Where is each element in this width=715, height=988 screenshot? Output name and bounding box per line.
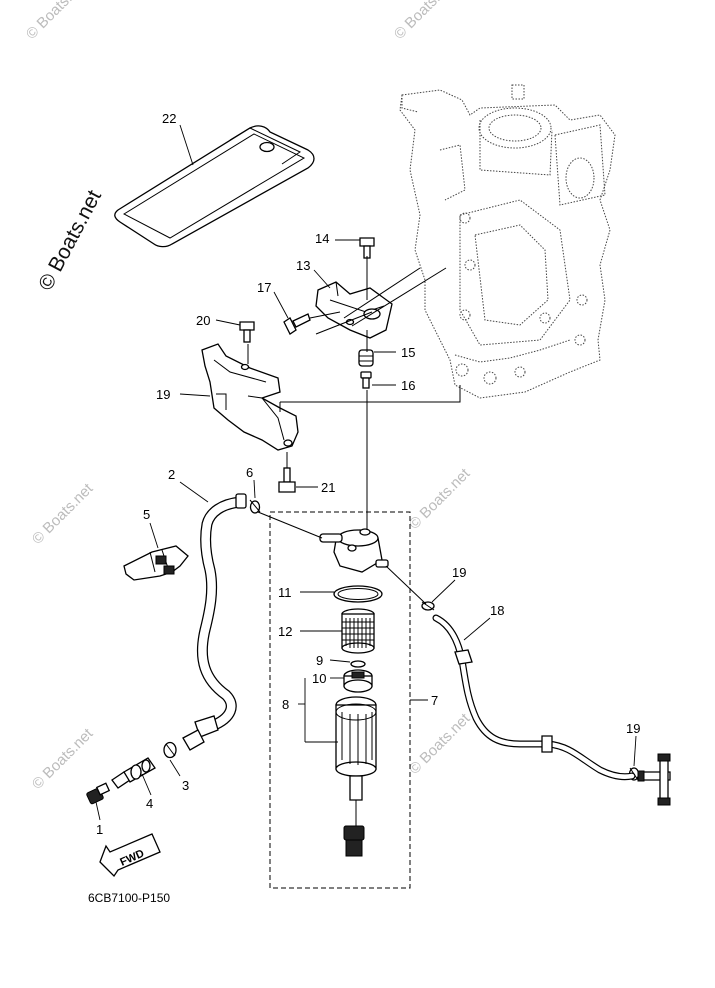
- fwd-arrow: FWD: [99, 833, 161, 878]
- part-12-filter-element: [341, 608, 375, 654]
- watermark-low-left: © Boats.net: [29, 725, 97, 793]
- part-9-ring: [350, 660, 366, 668]
- part-15-grommet: [358, 349, 374, 367]
- callout-16: 16: [401, 378, 415, 393]
- watermark-mid-left: © Boats.net: [29, 480, 97, 548]
- part-22-pouch: [114, 125, 315, 248]
- part-18-hose: [432, 614, 671, 806]
- callout-3: 3: [182, 778, 189, 793]
- connector-lines: [247, 256, 461, 605]
- diagram-code: 6CB7100-P150: [88, 891, 170, 905]
- watermark-mid-center: © Boats.net: [406, 465, 474, 533]
- part-14-bolt: [359, 237, 375, 259]
- watermark-top-center: © Boats.net: [391, 0, 459, 43]
- callout-1: 1: [96, 822, 103, 837]
- part-11-o-ring: [333, 585, 383, 603]
- callout-7: 7: [431, 693, 438, 708]
- callout-9: 9: [316, 653, 323, 668]
- callout-8: 8: [282, 697, 289, 712]
- part-8-filter-cup: [335, 696, 377, 857]
- callout-21-upper: 20: [196, 313, 210, 328]
- callout-21-lower: 21: [321, 480, 335, 495]
- callout-5: 5: [143, 507, 150, 522]
- callout-19-upper: 19: [452, 565, 466, 580]
- part-1-plug: [86, 782, 111, 805]
- watermark-low-center: © Boats.net: [406, 710, 474, 778]
- callout-22: 22: [162, 111, 176, 126]
- callout-2: 2: [168, 467, 175, 482]
- part-5-clip: [123, 545, 189, 581]
- callout-20: 19: [156, 387, 170, 402]
- part-19-clip-upper: [421, 601, 435, 611]
- callout-12: 12: [278, 624, 292, 639]
- part-20-cover: [201, 343, 299, 451]
- callout-15: 15: [401, 345, 415, 360]
- watermark-top-left: © Boats.net: [23, 0, 91, 43]
- watermark-primary: © Boats.net: [34, 186, 106, 294]
- engine-block-outline: [399, 84, 616, 399]
- leader-lines: [95, 124, 637, 821]
- part-7-filter-assembly: [269, 511, 411, 889]
- callout-labels: 22 14 13 17 20 15 16 19 2 6 21 5 19 11 1…: [96, 111, 640, 837]
- part-21-bolt-upper: [239, 321, 255, 343]
- callout-19-lower: 19: [626, 721, 640, 736]
- part-21-bolt-lower: [278, 467, 296, 493]
- part-2-fuel-hose: [182, 493, 247, 751]
- callout-13: 13: [296, 258, 310, 273]
- callout-17: 17: [257, 280, 271, 295]
- part-16-collar: [360, 371, 372, 389]
- callout-18: 18: [490, 603, 504, 618]
- callout-6: 6: [246, 465, 253, 480]
- part-6-clip: [249, 499, 261, 514]
- part-4-joint: [111, 757, 156, 789]
- callout-10: 10: [312, 671, 326, 686]
- callout-14: 14: [315, 231, 329, 246]
- callout-11: 11: [278, 585, 292, 600]
- part-17-bolt: [283, 313, 311, 335]
- part-3-clip: [163, 741, 177, 759]
- part-10-float: [343, 669, 373, 693]
- callout-4: 4: [146, 796, 153, 811]
